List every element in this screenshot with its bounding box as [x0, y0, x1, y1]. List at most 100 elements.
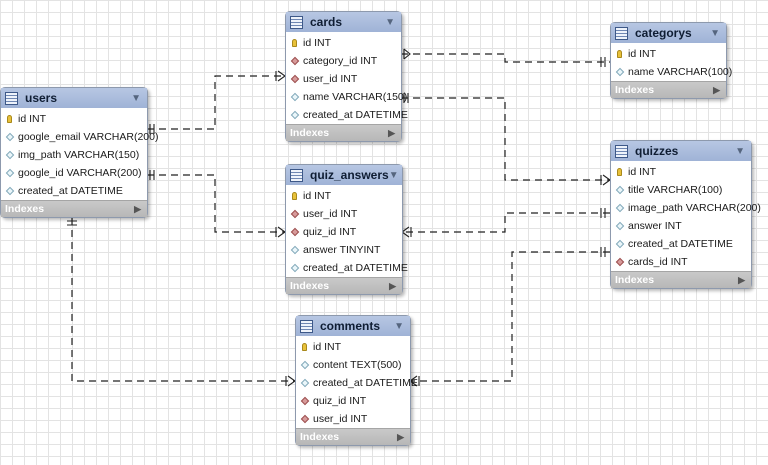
collapse-arrow-icon[interactable]: ▼	[710, 27, 720, 39]
column-icon	[615, 68, 624, 77]
column-row[interactable]: cards_id INT	[611, 253, 751, 271]
collapse-arrow-icon[interactable]: ▼	[385, 16, 395, 28]
column-label: answer INT	[628, 220, 682, 232]
expand-arrow-icon[interactable]: ▶	[397, 431, 404, 442]
collapse-arrow-icon[interactable]: ▼	[735, 145, 745, 157]
column-row[interactable]: image_path VARCHAR(200)	[611, 199, 761, 217]
expand-arrow-icon[interactable]: ▶	[389, 280, 396, 291]
column-label: image_path VARCHAR(200)	[628, 202, 761, 214]
column-label: title VARCHAR(100)	[628, 184, 723, 196]
column-row[interactable]: created_at DATETIME	[296, 374, 418, 392]
column-icon	[290, 111, 299, 120]
column-row[interactable]: quiz_id INT	[296, 392, 410, 410]
column-label: id INT	[303, 37, 332, 49]
indexes-bar[interactable]: Indexes ▶	[286, 124, 401, 141]
table-title: comments	[320, 319, 381, 333]
table-header[interactable]: categorys ▼	[611, 23, 726, 43]
column-row[interactable]: user_id INT	[286, 205, 402, 223]
column-row[interactable]: id INT	[286, 187, 402, 205]
indexes-label: Indexes	[5, 203, 45, 215]
column-icon	[290, 93, 299, 102]
column-row[interactable]: id INT	[611, 45, 726, 63]
column-row[interactable]: created_at DATETIME	[286, 259, 408, 277]
column-label: img_path VARCHAR(150)	[18, 149, 140, 161]
column-row[interactable]: created_at DATETIME	[1, 182, 147, 200]
indexes-label: Indexes	[300, 431, 340, 443]
table-header[interactable]: cards ▼	[286, 12, 401, 32]
column-row[interactable]: title VARCHAR(100)	[611, 181, 751, 199]
column-label: name VARCHAR(100)	[628, 66, 733, 78]
column-row[interactable]: google_id VARCHAR(200)	[1, 164, 147, 182]
table-header[interactable]: comments ▼	[296, 316, 410, 336]
column-icon	[5, 151, 14, 160]
column-row[interactable]: name VARCHAR(150)	[286, 88, 407, 106]
expand-arrow-icon[interactable]: ▶	[134, 203, 141, 214]
table-quiz-answers[interactable]: quiz_answers ▼ id INT user_id INT quiz_i…	[285, 164, 408, 295]
column-row[interactable]: google_email VARCHAR(200)	[1, 128, 158, 146]
table-icon	[300, 319, 313, 333]
column-row[interactable]: user_id INT	[286, 70, 401, 88]
column-row[interactable]: answer INT	[611, 217, 751, 235]
table-title: cards	[310, 15, 343, 29]
column-row[interactable]: name VARCHAR(100)	[611, 63, 732, 81]
indexes-bar[interactable]: Indexes ▶	[296, 428, 410, 445]
column-label: id INT	[18, 113, 47, 125]
table-quizzes[interactable]: quizzes ▼ id INT title VARCHAR(100) imag…	[610, 140, 761, 289]
table-cards[interactable]: cards ▼ id INT category_id INT user_id I…	[285, 11, 408, 142]
primary-key-icon	[615, 50, 624, 59]
column-label: user_id INT	[303, 73, 358, 85]
collapse-arrow-icon[interactable]: ▼	[131, 92, 141, 104]
indexes-bar[interactable]: Indexes ▶	[1, 200, 147, 217]
foreign-key-icon	[615, 258, 624, 267]
table-title: quizzes	[635, 144, 679, 158]
collapse-arrow-icon[interactable]: ▼	[394, 320, 404, 332]
indexes-bar[interactable]: Indexes ▶	[286, 277, 402, 294]
primary-key-icon	[290, 192, 299, 201]
column-label: created_at DATETIME	[18, 185, 123, 197]
collapse-arrow-icon[interactable]: ▼	[388, 169, 399, 181]
indexes-bar[interactable]: Indexes ▶	[611, 81, 726, 98]
column-icon	[300, 361, 309, 370]
rel-quizzes-comments	[410, 251, 610, 382]
column-row[interactable]: img_path VARCHAR(150)	[1, 146, 147, 164]
column-row[interactable]: id INT	[1, 110, 147, 128]
column-icon	[290, 246, 299, 255]
column-icon	[5, 169, 14, 178]
column-row[interactable]: id INT	[296, 338, 410, 356]
rel-cards-categorys	[401, 53, 610, 63]
expand-arrow-icon[interactable]: ▶	[738, 274, 745, 285]
table-comments[interactable]: comments ▼ id INT content TEXT(500) crea…	[295, 315, 418, 446]
rel-users-comments	[71, 218, 295, 382]
rel-users-quiz-answers	[147, 174, 285, 233]
column-row[interactable]: content TEXT(500)	[296, 356, 410, 374]
primary-key-icon	[615, 168, 624, 177]
column-icon	[615, 240, 624, 249]
column-row[interactable]: answer TINYINT	[286, 241, 402, 259]
column-icon	[5, 133, 14, 142]
primary-key-icon	[5, 115, 14, 124]
column-row[interactable]: id INT	[286, 34, 401, 52]
column-label: quiz_id INT	[313, 395, 367, 407]
column-label: cards_id INT	[628, 256, 688, 268]
table-header[interactable]: users ▼	[1, 88, 147, 108]
column-label: user_id INT	[303, 208, 358, 220]
expand-arrow-icon[interactable]: ▶	[713, 84, 720, 95]
indexes-bar[interactable]: Indexes ▶	[611, 271, 751, 288]
rel-quizzes-quiz-answers	[402, 212, 610, 233]
table-header[interactable]: quizzes ▼	[611, 141, 751, 161]
column-row[interactable]: user_id INT	[296, 410, 410, 428]
column-row[interactable]: created_at DATETIME	[286, 106, 408, 124]
table-icon	[5, 91, 18, 105]
table-users[interactable]: users ▼ id INT google_email VARCHAR(200)…	[0, 87, 158, 218]
column-row[interactable]: quiz_id INT	[286, 223, 402, 241]
column-icon	[290, 264, 299, 273]
expand-arrow-icon[interactable]: ▶	[388, 127, 395, 138]
table-header[interactable]: quiz_answers ▼	[286, 165, 402, 185]
table-icon	[615, 144, 628, 158]
table-categorys[interactable]: categorys ▼ id INT name VARCHAR(100) Ind…	[610, 22, 732, 99]
column-row[interactable]: created_at DATETIME	[611, 235, 751, 253]
column-row[interactable]: category_id INT	[286, 52, 401, 70]
rel-cards-quizzes	[401, 97, 610, 181]
column-row[interactable]: id INT	[611, 163, 751, 181]
column-label: created_at DATETIME	[303, 262, 408, 274]
